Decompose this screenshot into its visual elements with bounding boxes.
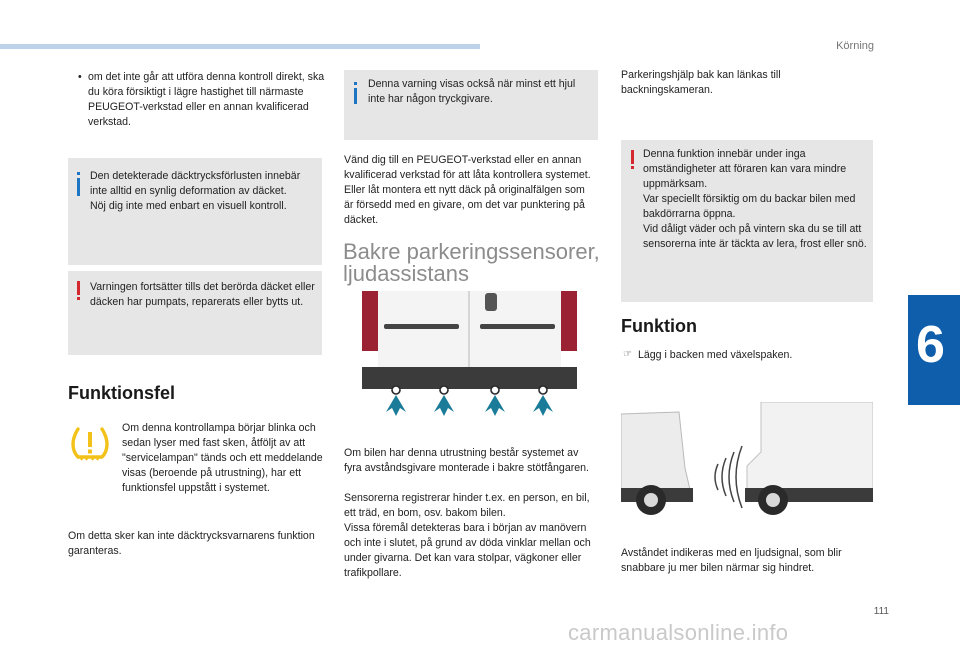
info-text: Den detekterade däcktrycksförlusten inne… <box>90 169 316 214</box>
info-icon <box>354 82 357 104</box>
camera-link-text: Parkeringshjälp bak kan länkas till back… <box>621 69 781 96</box>
closing-text: Om detta sker kan inte däcktrycksvarnare… <box>68 530 315 557</box>
chapter-tab: 6 <box>908 295 960 405</box>
van-rear-sensors-illustration <box>362 291 577 416</box>
watermark: carmanualsonline.info <box>568 620 789 645</box>
info-icon <box>77 172 80 196</box>
paragraph-1: Vänd dig till en PEUGEOT-verkstad eller … <box>344 154 591 226</box>
paragraph-2: Om bilen har denna utrustning består sys… <box>344 447 589 474</box>
info-box-2: Denna varning visas också när minst ett … <box>344 70 598 140</box>
header-bar <box>0 44 480 49</box>
info-text-line2: Nöj dig inte med enbart en visuell kontr… <box>90 200 287 212</box>
van-reversing-illustration <box>621 402 873 530</box>
bullet-text: om det inte går att utföra denna kontrol… <box>88 71 325 128</box>
paragraph-4: Vissa föremål detekteras bara i början a… <box>344 522 591 579</box>
info-text-line1: Den detekterade däcktrycksförlusten inne… <box>90 170 301 197</box>
tire-pressure-warning-icon <box>71 427 109 461</box>
warning-box-2: Denna funktion innebär under inga omstän… <box>621 140 873 302</box>
warning-box: Varningen fortsätter tills det berörda d… <box>68 271 322 355</box>
section-title: Bakre parkeringssensorer, ljudassistans <box>343 239 600 286</box>
info-text-2: Denna varning visas också när minst ett … <box>368 78 576 105</box>
warning-text-2: Denna funktion innebär under inga omstän… <box>643 148 867 250</box>
fault-text: Om denna kontrollampa börjar blinka och … <box>122 422 323 494</box>
paragraph-3: Sensorerna registrerar hinder t.ex. en p… <box>344 492 590 519</box>
page-number: 111 <box>873 606 889 617</box>
warning-text: Varningen fortsätter tills det berörda d… <box>90 281 315 308</box>
exclamation-icon <box>77 281 80 300</box>
bullet-item: • om det inte går att utföra denna kontr… <box>78 70 326 130</box>
pointing-hand-icon: ☞ <box>623 349 632 360</box>
bullet-dot: • <box>78 71 82 83</box>
heading-funktionsfel: Funktionsfel <box>68 383 175 403</box>
info-box: Den detekterade däcktrycksförlusten inne… <box>68 158 322 265</box>
exclamation-icon <box>631 150 634 169</box>
closing-text-2: Avståndet indikeras med en ljudsignal, s… <box>621 547 842 574</box>
step-text: Lägg i backen med växelspaken. <box>638 349 793 361</box>
chapter-number: 6 <box>916 316 945 374</box>
section-label: Körning <box>836 40 874 52</box>
heading-funktion: Funktion <box>621 316 697 336</box>
